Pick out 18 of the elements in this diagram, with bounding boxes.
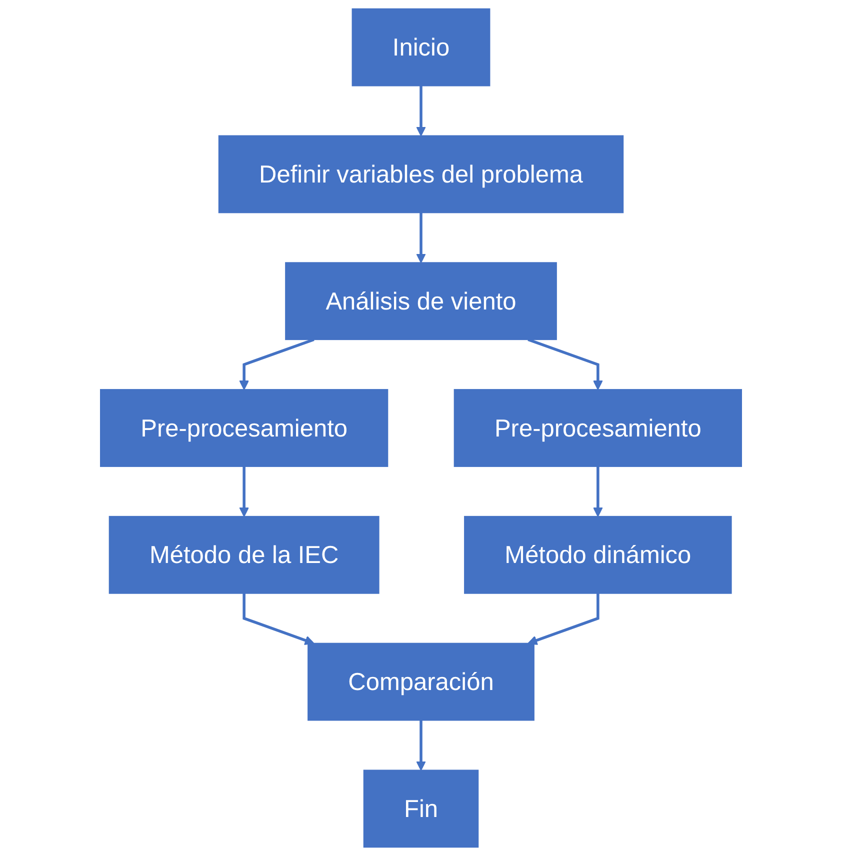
- arrow: [528, 593, 600, 646]
- node-box: Definir variables del problema: [218, 135, 624, 214]
- node-box: Análisis de viento: [285, 262, 557, 340]
- arrow: [416, 86, 426, 136]
- node-box: Pre-procesamiento: [100, 389, 388, 467]
- arrow: [242, 593, 314, 646]
- node-box: Método dinámico: [464, 516, 732, 594]
- arrow: [239, 338, 314, 390]
- node-box: Comparación: [308, 642, 534, 721]
- arrow: [528, 338, 603, 390]
- arrow: [593, 466, 603, 517]
- node-box: Pre-procesamiento: [454, 389, 742, 467]
- node-box: Inicio: [352, 8, 490, 86]
- node-box: Método de la IEC: [108, 516, 380, 594]
- arrow: [416, 212, 426, 264]
- arrow: [416, 720, 426, 771]
- node-box: Fin: [363, 770, 479, 848]
- arrow: [239, 466, 249, 517]
